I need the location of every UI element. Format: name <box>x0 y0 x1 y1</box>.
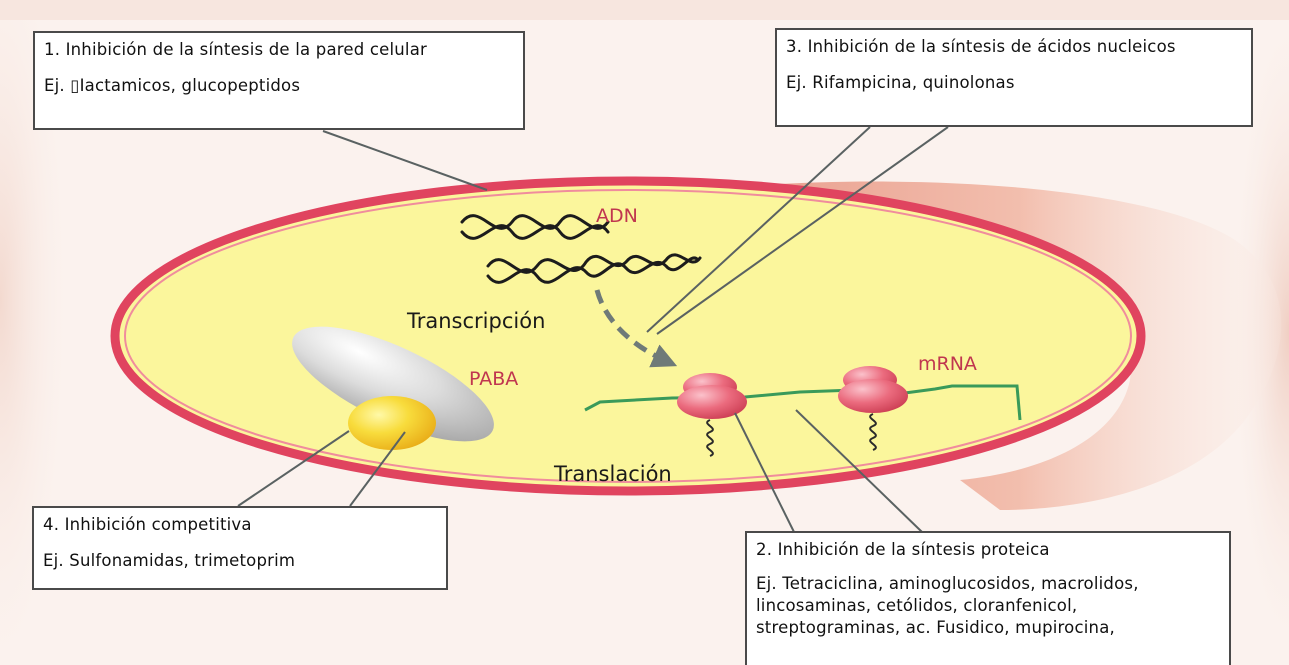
callout-nucleic-acid-inhibition: 3. Inhibición de la síntesis de ácidos n… <box>775 28 1253 127</box>
callout-example: Ej. Tetraciclina, aminoglucosidos, macro… <box>756 573 1220 639</box>
callout-title: 3. Inhibición de la síntesis de ácidos n… <box>786 36 1242 58</box>
callout-protein-synthesis-inhibition: 2. Inhibición de la síntesis proteica Ej… <box>745 531 1231 665</box>
callout-example: Ej. Sulfonamidas, trimetoprim <box>43 550 437 572</box>
callout-example: Ej. Rifampicina, quinolonas <box>786 72 1242 94</box>
callout-competitive-inhibition: 4. Inhibición competitiva Ej. Sulfonamid… <box>32 506 448 590</box>
translation-label: Translación <box>554 462 672 486</box>
background-top-band <box>0 0 1289 20</box>
callout-title: 1. Inhibición de la síntesis de la pared… <box>44 39 514 61</box>
leader-line-cell-wall <box>323 131 487 190</box>
mrna-label: mRNA <box>918 353 977 375</box>
transcription-label: Transcripción <box>407 309 545 333</box>
callout-cell-wall-inhibition: 1. Inhibición de la síntesis de la pared… <box>33 31 525 130</box>
callout-title: 4. Inhibición competitiva <box>43 514 437 536</box>
paba-label: PABA <box>469 368 518 390</box>
callout-title: 2. Inhibición de la síntesis proteica <box>756 539 1220 561</box>
dna-label: ADN <box>596 205 638 227</box>
callout-example: Ej. ▯Iactamicos, glucopeptidos <box>44 75 514 97</box>
